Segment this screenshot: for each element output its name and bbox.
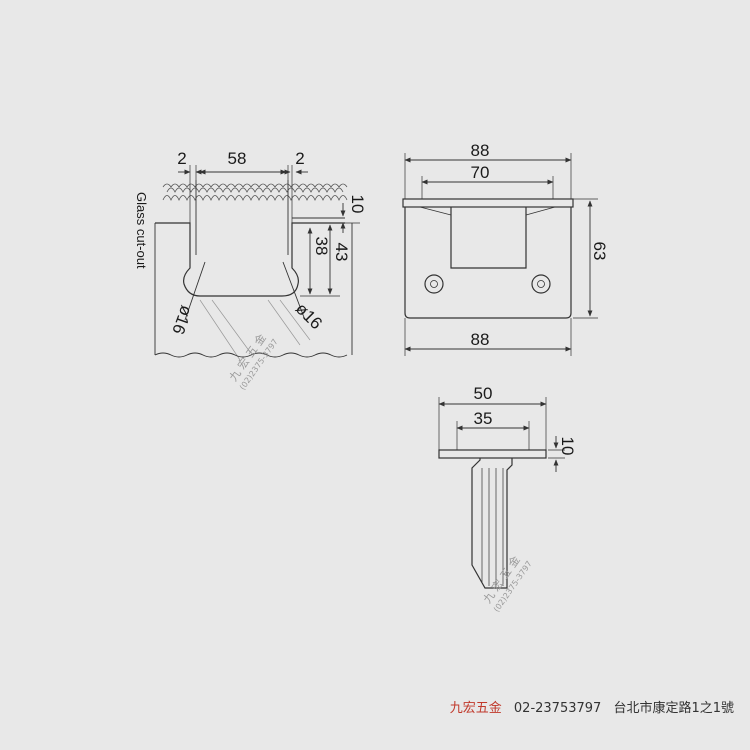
- screw-icon-left: [424, 274, 444, 294]
- dim-cutout-left: 2: [177, 149, 186, 168]
- dim-side-inner: 35: [474, 409, 493, 428]
- watermark-1: 九 宏 五 金 (02)2375-3797: [226, 331, 280, 392]
- side-plate: [438, 449, 547, 459]
- footer-address: 台北市康定路1之1號: [613, 701, 734, 716]
- glass-outline: [155, 222, 345, 297]
- hinge-body: [404, 207, 572, 319]
- hinge-knuckle: [450, 207, 527, 269]
- dim-dia-left: ø16: [168, 303, 196, 337]
- footer-contact: 九宏五金 02-23753797 台北市康定路1之1號: [450, 697, 734, 716]
- dim-front-top-outer: 88: [471, 141, 490, 160]
- dim-cutout-top: 10: [348, 195, 367, 214]
- cutout-label: Glass cut-out: [134, 192, 149, 269]
- dim-side-outer: 50: [474, 384, 493, 403]
- dim-front-bottom: 88: [471, 330, 490, 349]
- hinge-side-view: [438, 397, 565, 589]
- dim-cutout-depth-inner: 38: [312, 237, 331, 256]
- watermark-2: 九 宏 五 金 (02)2375-3797: [480, 553, 534, 614]
- dim-front-top-inner: 70: [471, 163, 490, 182]
- dim-cutout-depth-outer: 43: [332, 243, 351, 262]
- screw-icon-right: [531, 274, 551, 294]
- footer-brand: 九宏五金: [449, 701, 502, 716]
- side-body: [471, 458, 513, 589]
- pebble-texture: [160, 183, 350, 203]
- dim-cutout-width: 58: [228, 149, 247, 168]
- footer-phone: 02-23753797: [513, 701, 602, 716]
- dim-cutout-right: 2: [295, 149, 304, 168]
- dim-dia-right: ø16: [292, 299, 326, 333]
- glass-cutout-view: [154, 165, 360, 361]
- dim-side-plate: 10: [558, 437, 577, 456]
- dim-front-height: 63: [590, 242, 609, 261]
- hinge-front-view: [402, 153, 598, 356]
- hinge-top-plate: [402, 198, 574, 208]
